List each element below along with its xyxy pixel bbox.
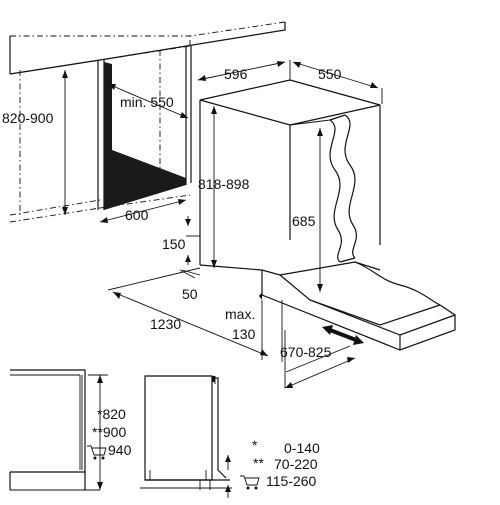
- legend-value-3: 115-260: [266, 473, 317, 489]
- legend-mark-1: *: [252, 437, 258, 453]
- door-height-label: 685: [292, 213, 316, 229]
- note-940: 940: [108, 442, 132, 458]
- max-value-label: 130: [232, 326, 256, 342]
- appliance-height-label: 818-898: [198, 176, 250, 192]
- total-depth-dimension: 1230: [107, 267, 269, 357]
- appliance-width-label: 596: [224, 66, 248, 82]
- plinth-depth-label: 50: [182, 286, 198, 302]
- door-clearance-dimension: 670-825: [280, 330, 356, 389]
- legend-mark-2: **: [253, 455, 264, 471]
- note-900: **900: [92, 424, 126, 440]
- opening-width-label: 600: [125, 207, 149, 223]
- cart-icon: [240, 475, 260, 490]
- adjustment-legend: * 0-140 ** 70-220 115-260: [240, 437, 320, 490]
- legend-value-2: 70-220: [274, 456, 318, 472]
- min-depth-label: min. 550: [120, 94, 174, 110]
- door-clearance-label: 670-825: [280, 344, 332, 360]
- dishwasher-unit: [199, 79, 381, 271]
- cabinet-height-dimension: 820-900: [2, 70, 68, 215]
- height-notes: *820 **900 940: [87, 406, 132, 460]
- appliance-depth-label: 550: [318, 66, 342, 82]
- max-overhang-dimension: max. 130: [225, 292, 283, 362]
- max-label: max.: [225, 306, 255, 322]
- appliance-width-dimension: 596: [197, 60, 291, 82]
- legend-value-1: 0-140: [284, 440, 320, 456]
- note-820: *820: [97, 406, 126, 422]
- plinth-dimension: 150 50: [162, 216, 201, 302]
- detail-height-dimension: [88, 374, 108, 490]
- appliance-height-dimension: 818-898: [198, 106, 250, 268]
- total-depth-label: 1230: [150, 316, 181, 332]
- dishwasher-door: [329, 114, 358, 263]
- opening-width-dimension: 600: [99, 199, 187, 223]
- dishwasher-side-view: [140, 375, 232, 490]
- side-view-cabinet: [9, 369, 100, 491]
- up-arrow-icon: [225, 455, 231, 470]
- cabinet-opening: [104, 62, 186, 210]
- cart-icon: [87, 445, 107, 460]
- cabinet-height-label: 820-900: [2, 110, 54, 126]
- door-height-dimension: 685: [292, 128, 323, 292]
- door-open-panel: [261, 261, 456, 351]
- min-depth-dimension: min. 550: [107, 83, 189, 119]
- movement-arrow-icon: [322, 325, 364, 345]
- plinth-height-label: 150: [162, 236, 186, 252]
- down-arrow-icon: [225, 485, 231, 498]
- appliance-depth-dimension: 550: [292, 61, 383, 104]
